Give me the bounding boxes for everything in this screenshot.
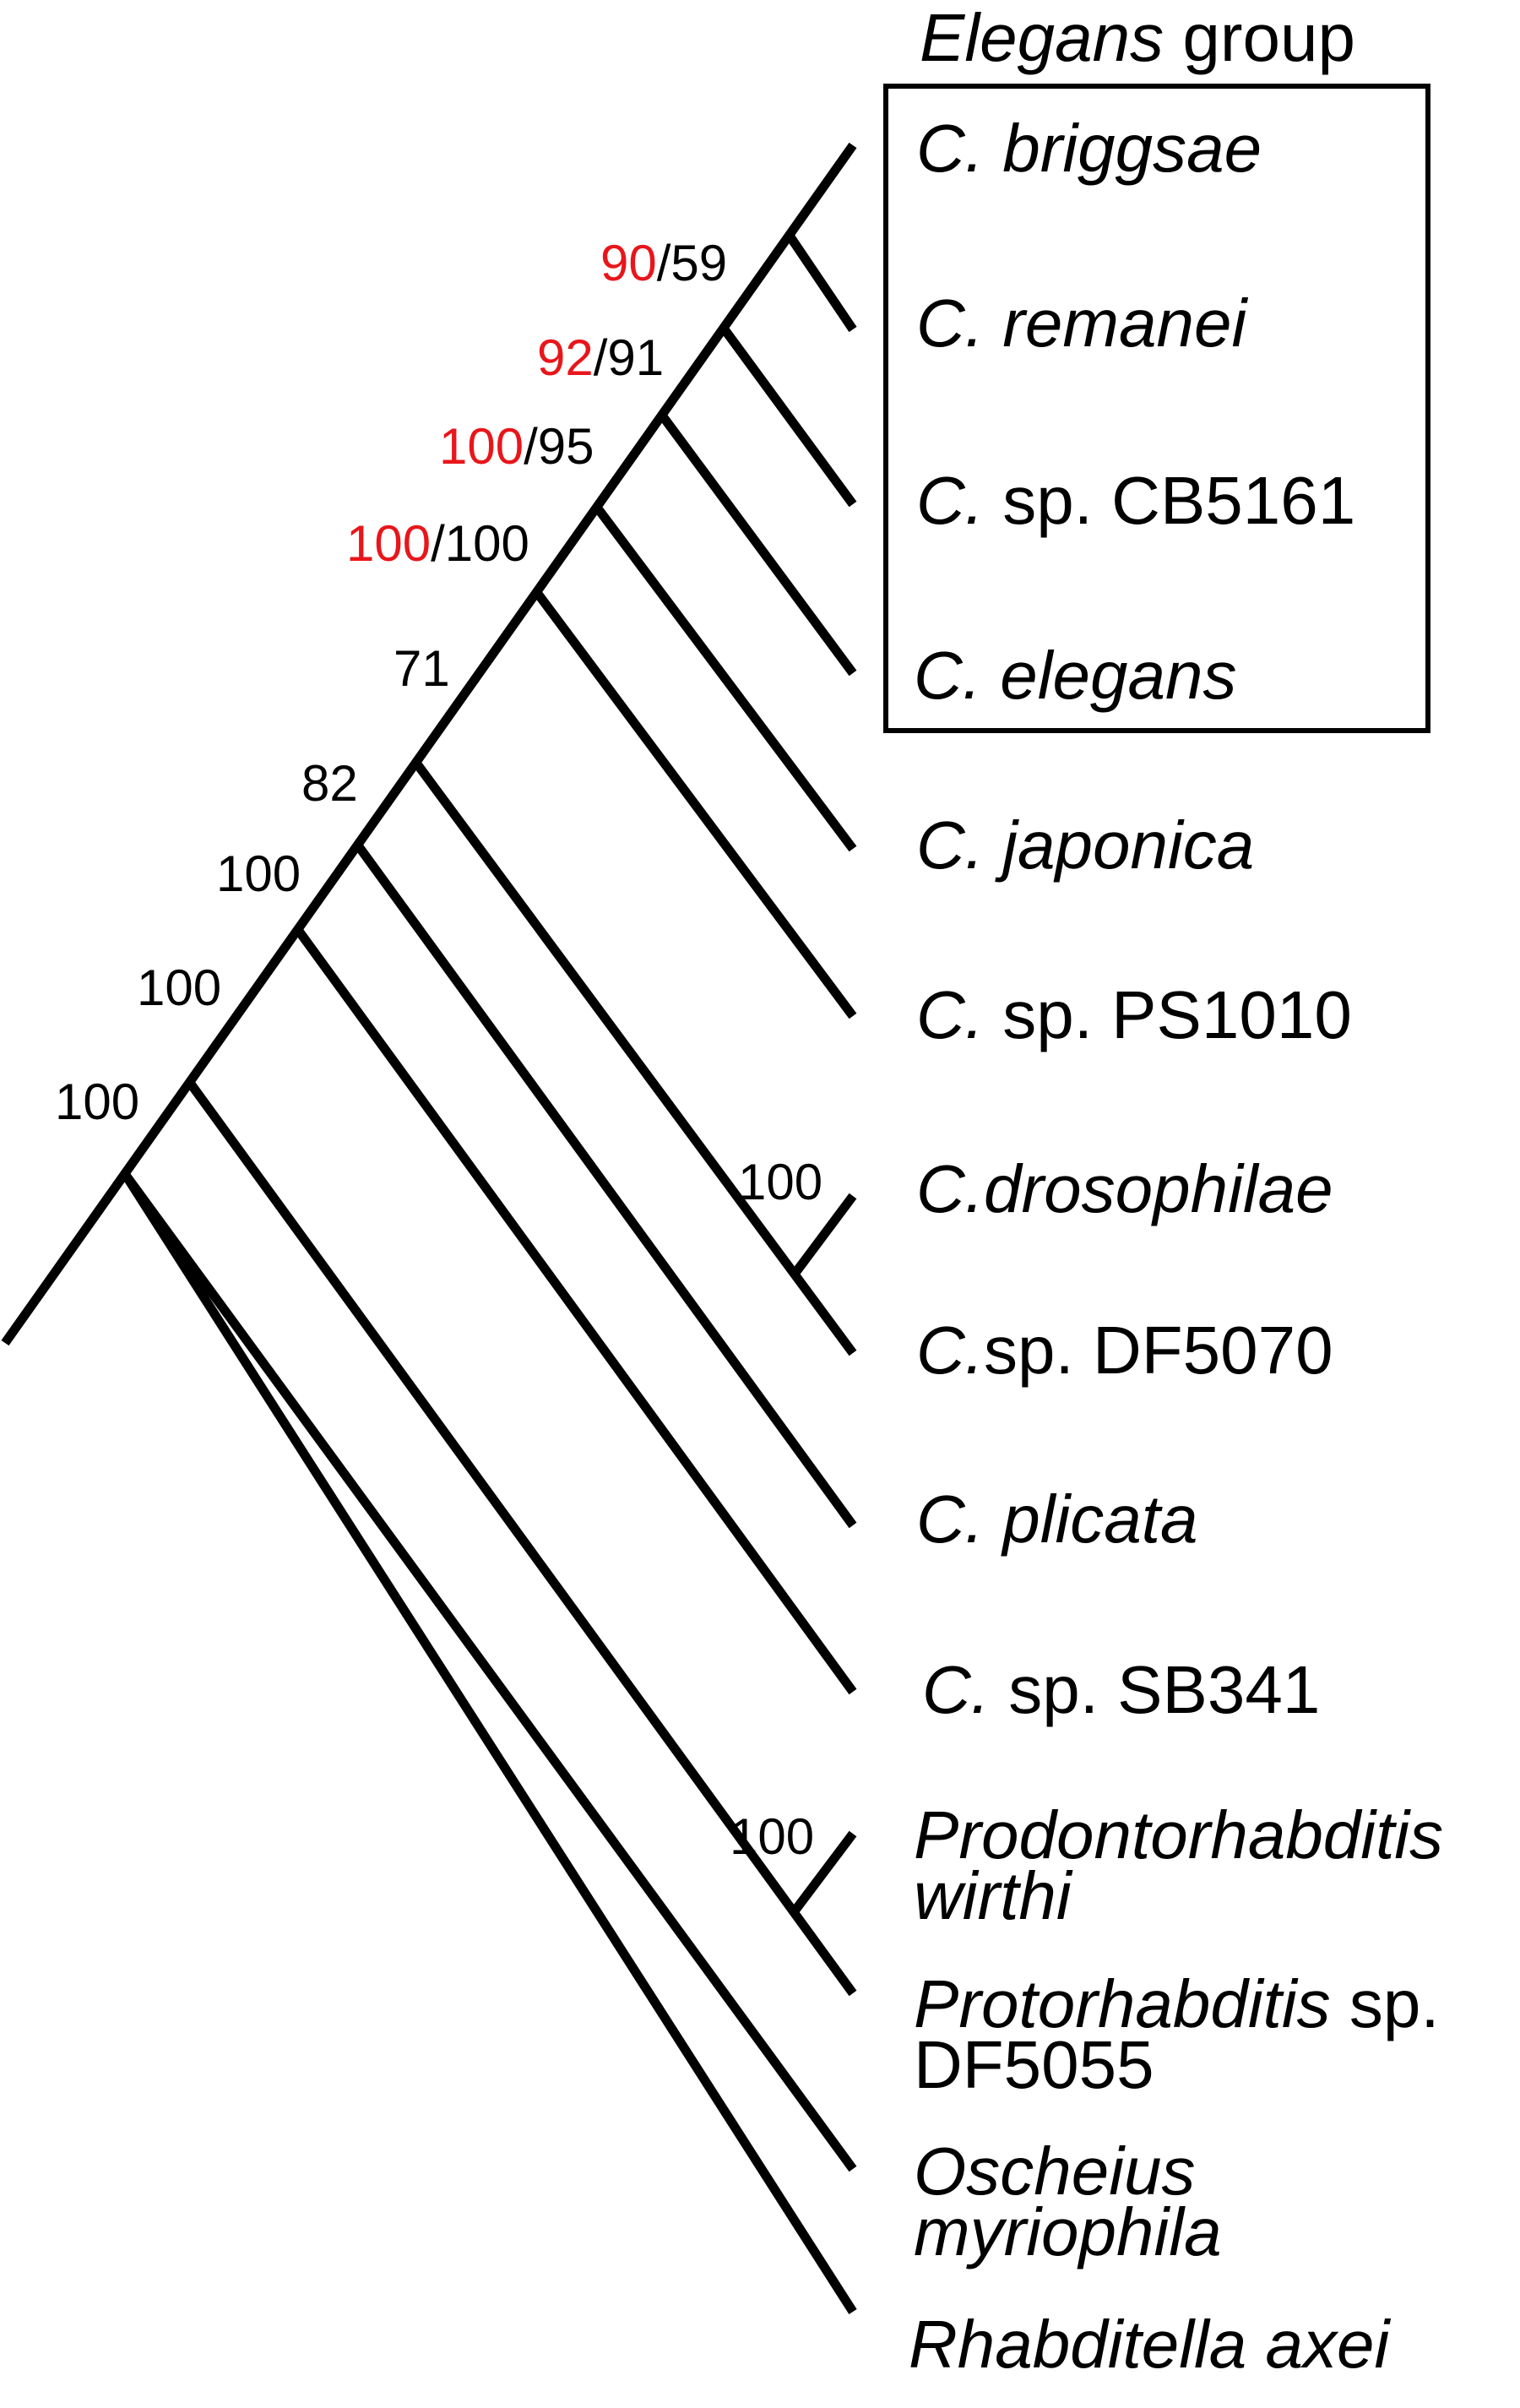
taxon-prodontorhabditis-line1: Prodontorhabditis [914, 1797, 1443, 1873]
support-node-8: 100 [137, 959, 221, 1016]
taxon-japonica: C. japonica [916, 807, 1254, 883]
taxon-oscheius-line1: Oscheius [914, 2133, 1195, 2209]
taxon-briggsae: C. briggsae [916, 111, 1262, 186]
branch-prodontorhabditis [790, 1830, 857, 1916]
branch-remanei [785, 232, 857, 333]
taxon-protorhabditis-line2: DF5055 [914, 2027, 1154, 2102]
branch-prodonto-clade [186, 1079, 857, 1997]
support-node-9: 100 [55, 1074, 139, 1130]
taxon-elegans: C. elegans [914, 638, 1236, 713]
branch-ps1010 [534, 590, 857, 1019]
backbone-branch [1, 142, 857, 1346]
branch-plicata [354, 842, 857, 1529]
branch-sb341 [294, 927, 857, 1695]
support-node-2: 92/91 [537, 329, 664, 386]
taxon-drosophilae: C.drosophilae [916, 1151, 1333, 1226]
taxon-sb341: C. sp. SB341 [922, 1652, 1320, 1727]
taxon-plicata: C. plicata [916, 1481, 1197, 1557]
support-node-4: 100/100 [346, 515, 529, 572]
elegans-group-box [883, 84, 1430, 733]
support-node-3: 100/95 [439, 418, 594, 475]
taxon-protorhabditis-line1: Protorhabditis sp. [914, 1966, 1440, 2041]
branch-oscheius [121, 1171, 857, 2172]
branch-drosophilae [791, 1193, 857, 1276]
taxon-cb5161: C. sp. CB5161 [916, 463, 1355, 538]
support-drosophilae-pair: 100 [738, 1154, 822, 1210]
branch-japonica [594, 505, 857, 852]
taxon-prodontorhabditis-line2: wirthi [914, 1858, 1073, 1933]
support-node-6: 82 [301, 755, 358, 812]
branch-drosophilae-clade [414, 762, 857, 1356]
taxon-remanei: C. remanei [916, 285, 1248, 361]
branch-cb5161 [720, 326, 857, 508]
taxon-rhabditella: Rhabditella axei [909, 2307, 1391, 2382]
support-node-1: 90/59 [600, 235, 727, 291]
support-node-5: 71 [394, 640, 450, 697]
taxon-df5070: C.sp. DF5070 [916, 1313, 1333, 1388]
branch-rhabditella [121, 1171, 857, 2314]
branch-elegans [659, 413, 857, 677]
elegans-group-label: Elegans group [920, 0, 1355, 75]
support-node-7: 100 [216, 845, 301, 902]
taxon-oscheius-line2: myriophila [914, 2194, 1222, 2269]
taxon-ps1010: C. sp. PS1010 [916, 977, 1352, 1052]
support-prodonto-pair: 100 [730, 1808, 814, 1865]
